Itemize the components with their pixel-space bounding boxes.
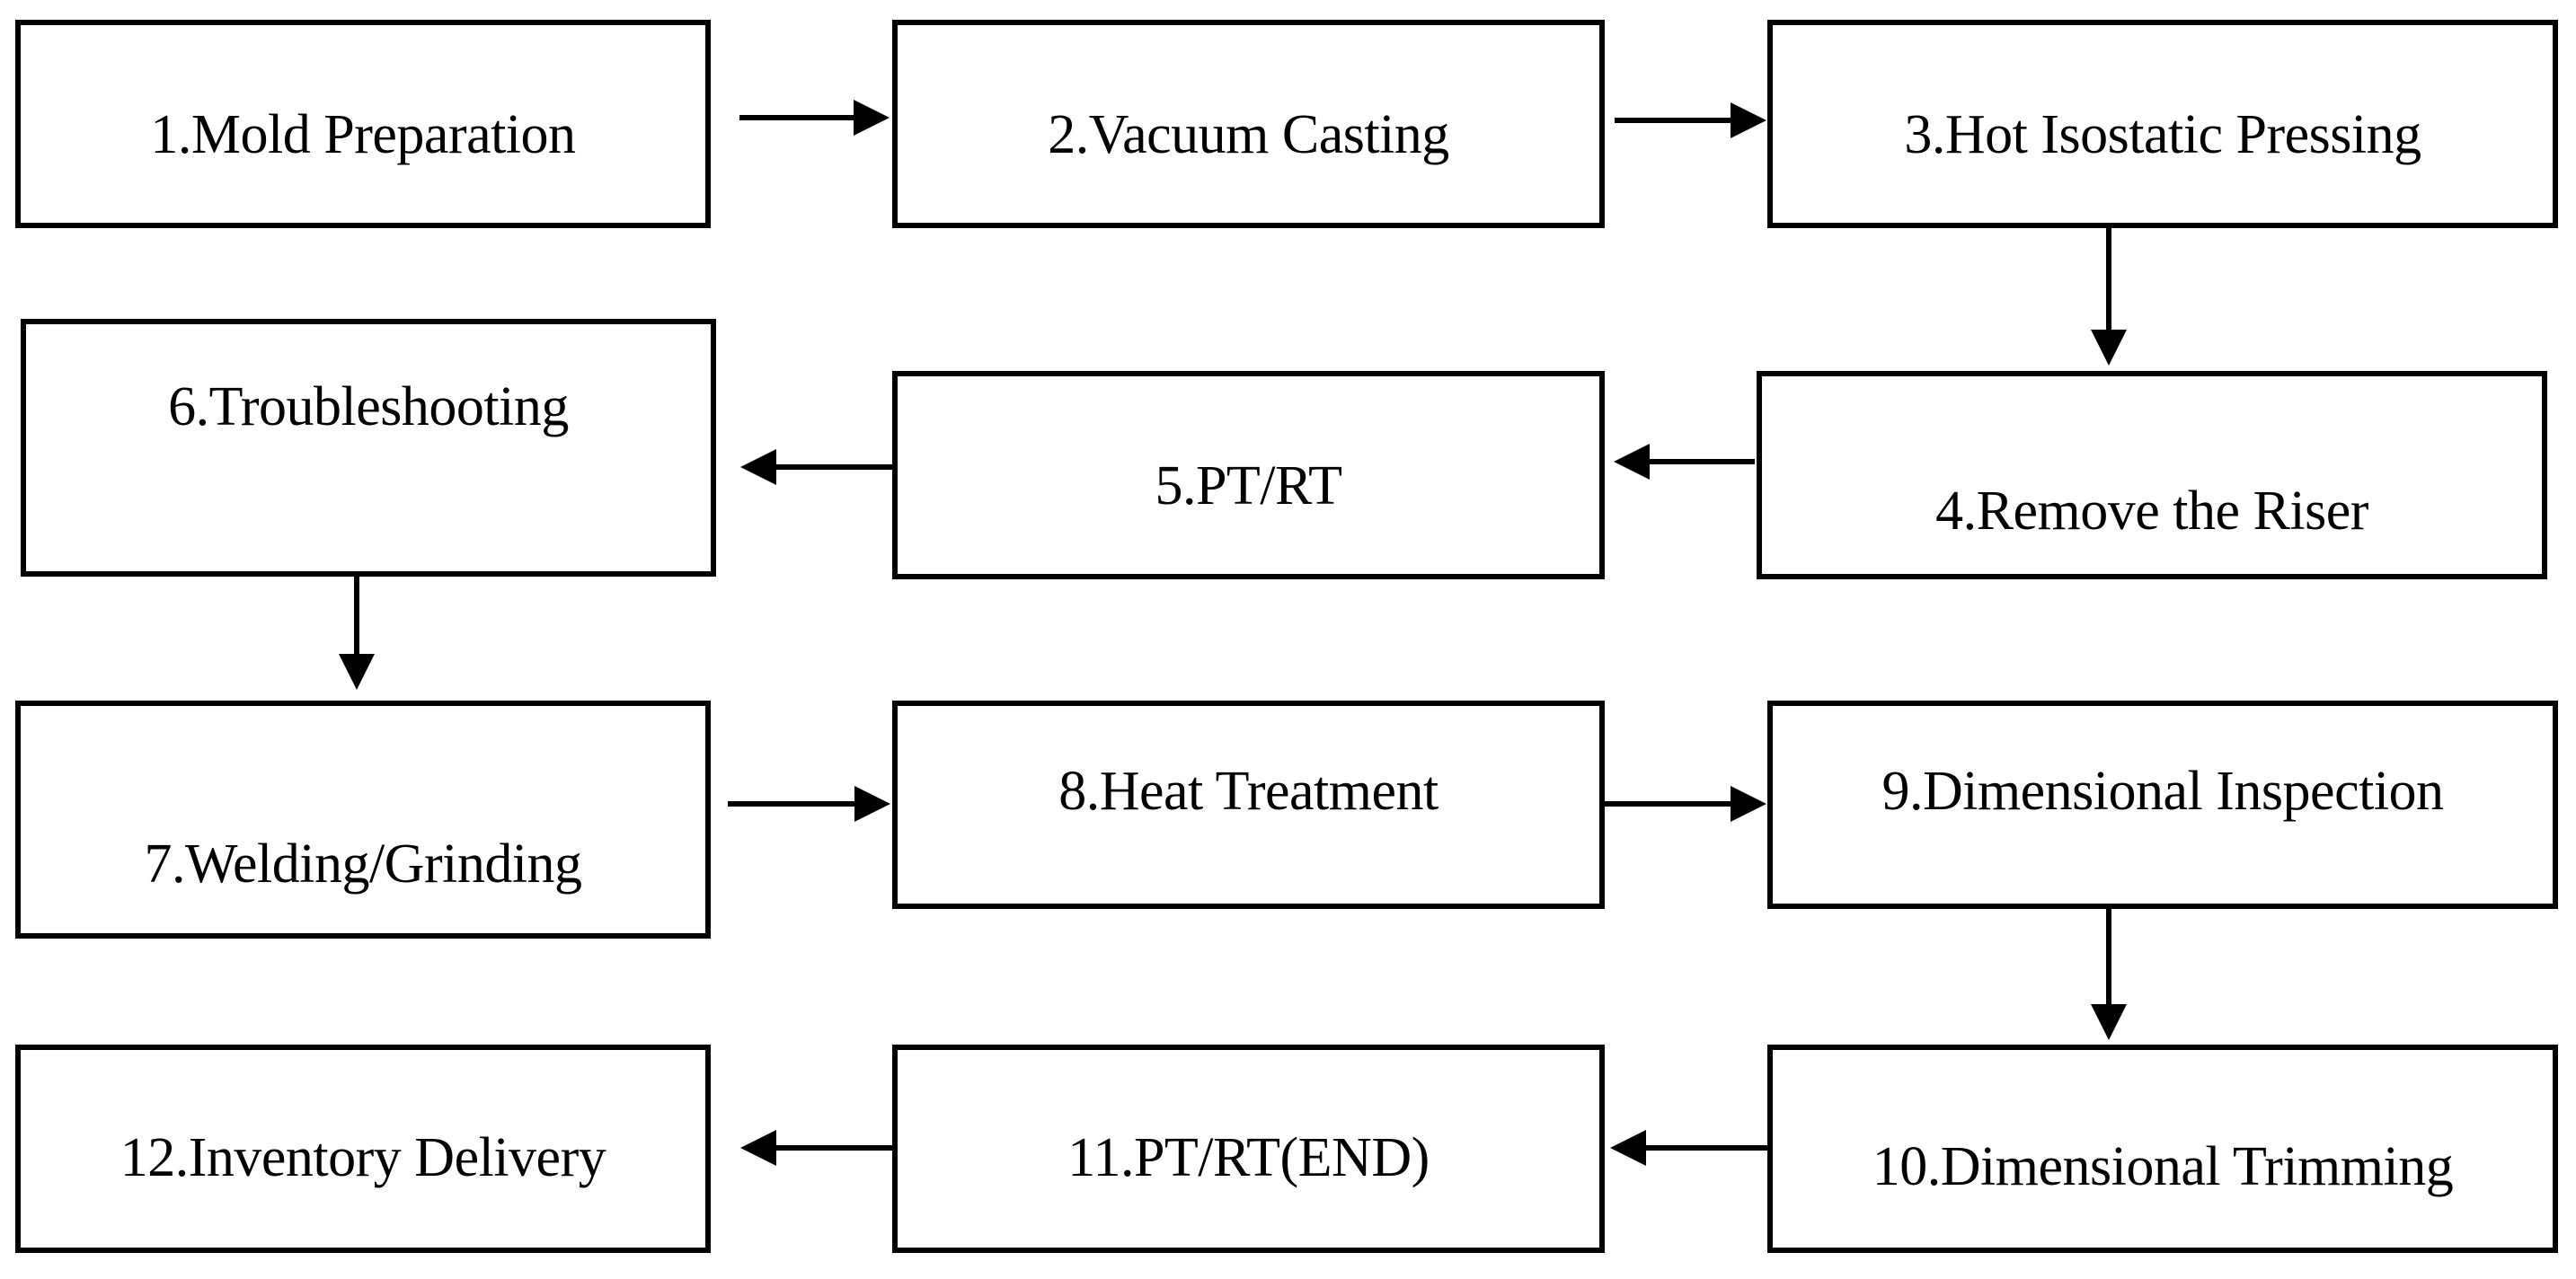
- step-8-heat-treatment: 8.Heat Treatment: [892, 701, 1605, 909]
- arrow-6-to-7: [339, 577, 375, 690]
- step-12-inventory-delivery: 12.Inventory Delivery: [15, 1045, 711, 1253]
- step-7-welding-grinding: 7.Welding/Grinding: [15, 701, 711, 939]
- step-4-remove-the-riser: 4.Remove the Riser: [1757, 371, 2547, 579]
- step-3-label: 3.Hot Isostatic Pressing: [1904, 103, 2421, 165]
- arrow-7-to-8: [728, 786, 890, 822]
- step-11-pt-rt-end: 11.PT/RT(END): [892, 1045, 1605, 1253]
- step-6-label: 6.Troubleshooting: [168, 376, 569, 437]
- step-3-hot-isostatic-pressing: 3.Hot Isostatic Pressing: [1767, 20, 2558, 228]
- arrow-5-to-6: [740, 449, 892, 485]
- step-10-dimensional-trimming: 10.Dimensional Trimming: [1767, 1045, 2558, 1253]
- step-4-label: 4.Remove the Riser: [1935, 480, 2368, 542]
- step-10-label: 10.Dimensional Trimming: [1872, 1135, 2454, 1197]
- arrow-4-to-5: [1614, 444, 1755, 480]
- step-6-troubleshooting: 6.Troubleshooting: [21, 319, 716, 577]
- step-2-vacuum-casting: 2.Vacuum Casting: [892, 20, 1605, 228]
- arrow-10-to-11: [1610, 1130, 1767, 1166]
- arrow-9-to-10: [2091, 909, 2127, 1040]
- arrow-1-to-2: [739, 100, 890, 136]
- arrow-2-to-3: [1615, 102, 1766, 138]
- step-7-label: 7.Welding/Grinding: [144, 834, 582, 895]
- step-9-label: 9.Dimensional Inspection: [1881, 760, 2444, 822]
- step-9-dimensional-inspection: 9.Dimensional Inspection: [1767, 701, 2558, 909]
- arrow-3-to-4: [2091, 228, 2127, 366]
- step-12-label: 12.Inventory Delivery: [120, 1126, 606, 1188]
- step-2-label: 2.Vacuum Casting: [1048, 103, 1449, 165]
- step-1-label: 1.Mold Preparation: [150, 103, 576, 165]
- step-5-pt-rt: 5.PT/RT: [892, 371, 1605, 579]
- step-8-label: 8.Heat Treatment: [1058, 760, 1438, 822]
- arrow-11-to-12: [740, 1130, 892, 1166]
- step-11-label: 11.PT/RT(END): [1067, 1126, 1430, 1188]
- arrow-8-to-9: [1605, 786, 1766, 822]
- step-5-label: 5.PT/RT: [1155, 454, 1342, 516]
- step-1-mold-preparation: 1.Mold Preparation: [15, 20, 711, 228]
